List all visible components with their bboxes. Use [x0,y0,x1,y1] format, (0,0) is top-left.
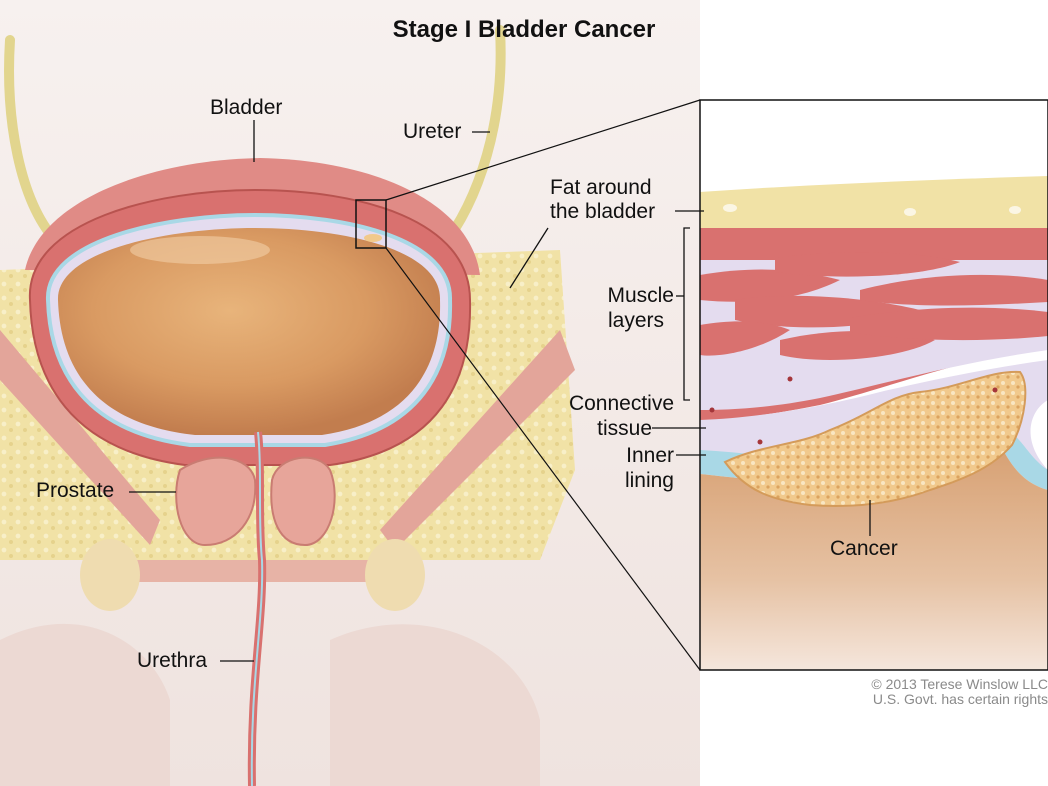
page-title: Stage I Bladder Cancer [392,16,656,43]
capillary-dot [757,439,763,445]
muscle-fiber [850,307,1048,341]
zoom-line-bottom [385,247,701,671]
pelvic-muscle-left [0,330,160,545]
muscle-fiber [775,252,960,277]
inset-fat-layer [700,176,1048,228]
label-connective-line2: tissue [597,417,652,440]
pelvic-floor [130,560,420,582]
leader-lines [129,120,871,662]
label-inner-line2: lining [624,469,674,492]
prostate-left-lobe [175,456,257,547]
prostate-right-lobe [270,456,336,547]
bladder-lumen [57,228,441,435]
inset-border [699,99,1048,671]
capillary-dot [992,387,998,393]
ureter-left-tube [4,35,60,245]
muscle-fiber [700,321,790,356]
thigh-left [0,623,170,786]
label-fat-line1: Fat around [550,176,652,199]
tumor-site [364,234,382,242]
muscle-fiber [700,269,840,302]
rights-line: U.S. Govt. has certain rights [872,691,1048,707]
fat-globule [1009,206,1021,214]
label-connective-line1: Connective [568,392,674,415]
fat-globule [904,208,916,216]
label-cancer: Cancer [830,537,898,560]
label-inner-line1: Inner [626,444,674,467]
capillary-dot [787,376,793,382]
cancer-mass [723,370,1027,508]
thigh-right [330,624,540,786]
label-ureter: Ureter [403,120,462,143]
capillary-dot [709,407,715,413]
muscle-fiber [780,330,935,360]
inset-panel [699,99,1048,671]
label-fat-line2: the bladder [550,200,656,223]
muscle-fiber [860,274,1048,306]
label-muscle-line1: Muscle [607,284,674,307]
zoom-line-top [385,99,701,201]
copyright-line: © 2013 Terese Winslow LLC [871,676,1048,692]
fat-globule [723,204,737,212]
bone-right [365,539,425,611]
label-muscle-line2: layers [607,309,664,332]
pelvic-muscle-right [380,330,575,550]
zoom-box [355,199,387,249]
leader-fat-main [509,227,549,289]
bracket-muscle [683,227,690,401]
urethra-lining [250,431,264,786]
lumen-highlight [130,236,270,264]
bone-left [80,539,140,611]
label-bladder: Bladder [210,96,283,119]
label-urethra: Urethra [137,649,208,672]
label-prostate: Prostate [36,479,115,502]
